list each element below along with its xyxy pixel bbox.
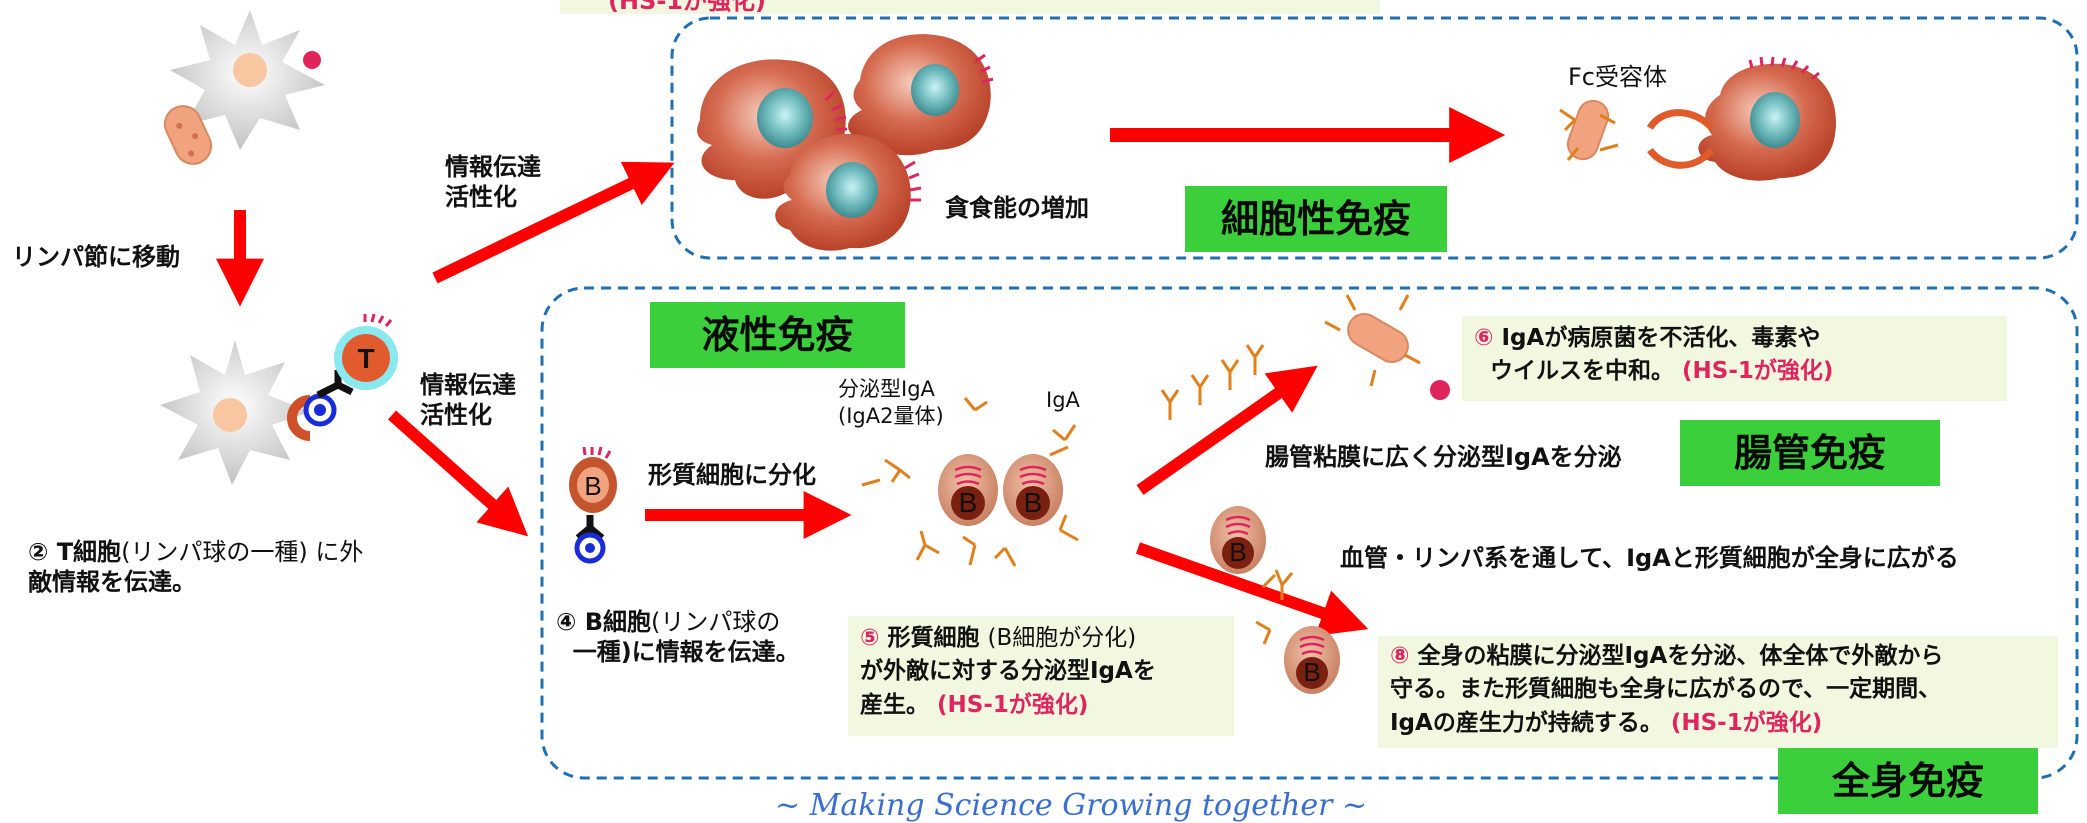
phagocytosis-label: 貪食能の増加 (945, 194, 1089, 222)
spread-text: 血管・リンパ系を通して、IgAと形質細胞が全身に広がる (1340, 544, 1959, 572)
top-band-text: (HS-1が強化) (608, 0, 766, 15)
dendritic-cell-top (170, 10, 325, 150)
t-cell-receptors-icon (363, 313, 393, 327)
humoral-immunity-box (540, 286, 2079, 780)
b-cell (569, 457, 617, 513)
cellular-immunity-box (670, 16, 2079, 260)
footer-slogan: ~ Making Science Growing together ~ (775, 788, 1368, 823)
antibody-bound-icon (1559, 108, 1619, 161)
iga-label: IgA (1046, 388, 1080, 412)
info-transfer-label-2: 情報伝達 活性化 (420, 371, 516, 429)
step2-text: ② T細胞(リンパ球の一種) に外 敵情報を伝達。 (28, 538, 364, 596)
arrow-to-humoral (388, 410, 529, 537)
antigen-presentation-icon (287, 395, 311, 441)
plasma-letter-3: B (1229, 537, 1246, 567)
gut-antibodies-icon (1324, 294, 1421, 387)
fc-binding-arms-icon (1646, 109, 1715, 169)
move-label: リンパ節に移動 (12, 243, 180, 271)
arrow-to-gut (1136, 365, 1318, 495)
gut-secretion-text: 腸管粘膜に広く分泌型IgAを分泌 (1265, 443, 1622, 471)
plasma-letter-2: B (1024, 487, 1043, 518)
step4-text: ④ B細胞(リンパ球の 一種)に情報を伝達。 (556, 608, 800, 666)
systemic-iga-icon (1255, 569, 1294, 645)
t-cell (334, 326, 398, 390)
fc-receptor-spikes-icon (1748, 56, 1820, 81)
plasma-letter-1: B (959, 487, 978, 518)
arrow-to-systemic (1136, 542, 1369, 636)
systemic-immunity-title: 全身免疫 (1778, 748, 2038, 814)
plasma-cell-3 (1210, 506, 1266, 574)
macrophage-3 (775, 134, 911, 251)
step8-panel: ⑧ 全身の粘膜に分泌型IgAを分泌、体全体で外敵から 守る。また形質細胞も全身に… (1378, 636, 2058, 748)
b-cell-receptors-icon (582, 446, 612, 459)
differentiation-label: 形質細胞に分化 (648, 461, 816, 489)
bacterium-icon (163, 105, 213, 165)
top-band (560, 0, 1380, 14)
iga-antibodies-icon (861, 397, 1079, 567)
t-cell-letter: T (357, 343, 374, 374)
pathogen-dot-icon (303, 51, 321, 69)
gut-immunity-title: 腸管免疫 (1680, 420, 1940, 486)
toxin-dot-icon (1430, 380, 1450, 400)
fc-macrophage (1698, 63, 1836, 181)
iga-cluster-icon (1160, 344, 1265, 420)
secretory-iga-label: 分泌型IgA (IgA2量体) (838, 377, 944, 429)
step6-panel: ⑥ IgAが病原菌を不活化、毒素や ウイルスを中和。 (HS-1が強化) (1462, 316, 2007, 401)
b-cell-letter: B (584, 471, 601, 501)
macrophage-receptors-icon (824, 53, 994, 202)
info-transfer-label-1: 情報伝達 活性化 (445, 153, 541, 211)
macrophage-2 (848, 34, 991, 156)
step5-panel: ⑤ 形質細胞 (B細胞が分化) が外敵に対する分泌型IgAを 産生。 (HS-1… (848, 616, 1234, 736)
plasma-letter-4: B (1303, 657, 1320, 687)
plasma-cell-4 (1284, 626, 1340, 694)
cellular-immunity-title: 細胞性免疫 (1185, 186, 1447, 252)
plasma-cell-2 (1003, 454, 1063, 526)
fc-receptor-label: Fc受容体 (1568, 63, 1667, 91)
plasma-cell-1 (938, 454, 998, 526)
fc-bacterium-icon (1566, 99, 1610, 161)
dendritic-cell-bottom (160, 340, 310, 485)
arrow-to-cellular (432, 161, 675, 284)
gut-bacterium-icon (1347, 313, 1409, 363)
humoral-immunity-title: 液性免疫 (650, 302, 905, 368)
